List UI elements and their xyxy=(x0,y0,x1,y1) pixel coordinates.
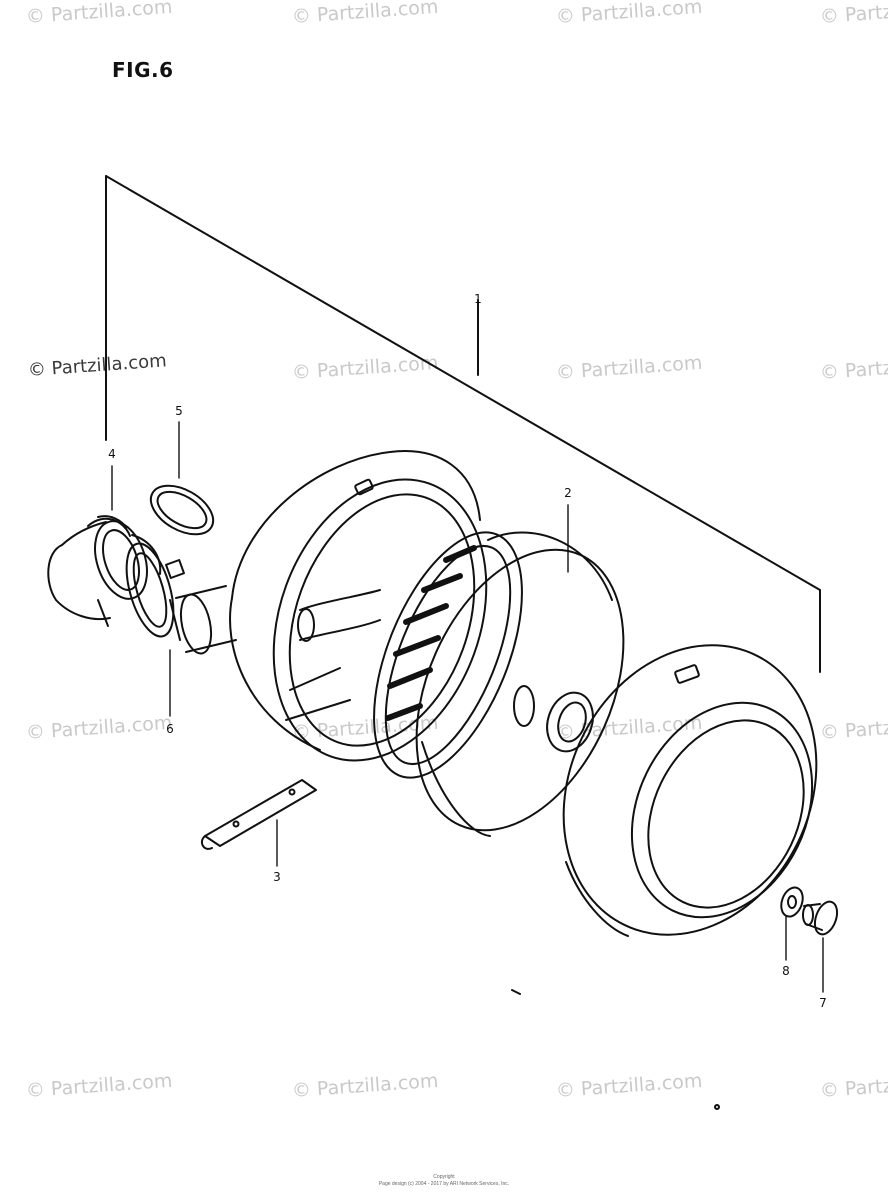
footer-page-design: Page design (c) 2004 - 2017 by ARI Netwo… xyxy=(378,1181,510,1187)
connector-tube-part xyxy=(175,585,237,655)
callout-3: 3 xyxy=(273,870,281,884)
knob-bolt-part xyxy=(802,900,839,936)
air-filter-element-part xyxy=(415,531,625,837)
footer-copyright: Copyright xyxy=(433,1174,455,1180)
callout-1: 1 xyxy=(474,292,482,306)
callout-8: 8 xyxy=(782,964,790,978)
assembly-bracket-lines xyxy=(105,175,821,673)
leader-lines xyxy=(111,421,824,993)
hose-clamp-part xyxy=(125,542,185,641)
clamp-band-part xyxy=(149,484,215,536)
callout-7: 7 xyxy=(819,996,827,1010)
callout-4: 4 xyxy=(108,447,116,461)
callout-2: 2 xyxy=(564,486,572,500)
air-cleaner-case-part xyxy=(229,450,488,762)
stray-mark xyxy=(511,989,521,995)
air-cleaner-cap-part xyxy=(562,644,818,937)
element-frame-part xyxy=(373,531,523,779)
retainer-strip-part xyxy=(201,779,317,850)
callout-5: 5 xyxy=(175,404,183,418)
callout-6: 6 xyxy=(166,722,174,736)
washer-part xyxy=(780,886,804,918)
intake-boot-part xyxy=(47,515,162,627)
stray-mark xyxy=(714,1104,720,1110)
figure-title: FIG.6 xyxy=(112,58,174,82)
